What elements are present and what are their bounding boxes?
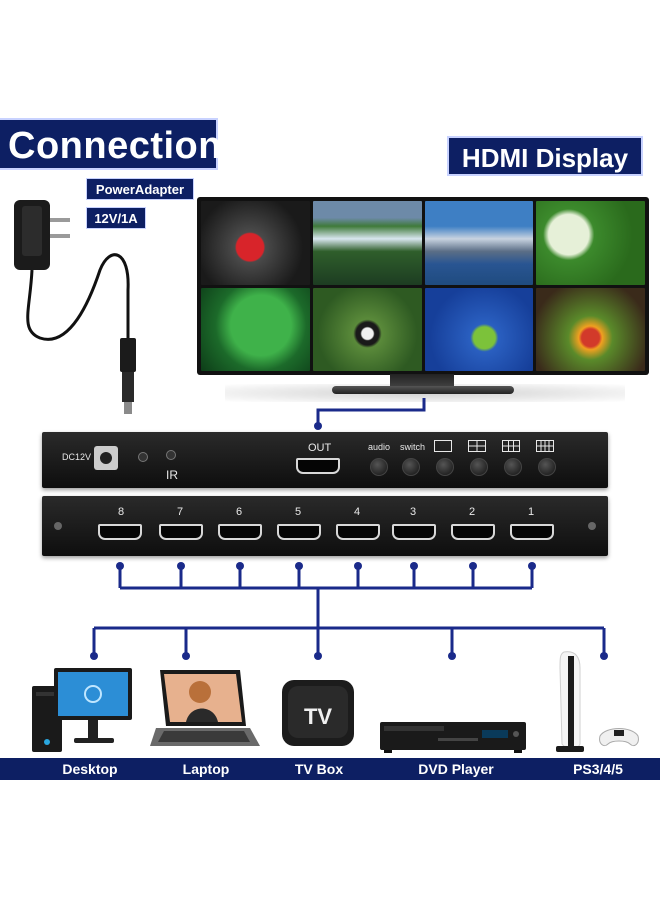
port-label-4: 4 — [354, 506, 361, 518]
six-view-button[interactable] — [504, 458, 522, 476]
eight-view-button[interactable] — [538, 458, 556, 476]
power-adapter-label: PowerAdapter — [86, 178, 194, 200]
monitor-stand-neck — [390, 374, 454, 388]
power-rating-label: 12V/1A — [86, 207, 146, 229]
port-label-7: 7 — [177, 506, 184, 518]
led-indicator — [138, 452, 148, 462]
switch-front-panel: 8 7 6 5 4 3 2 1 — [42, 496, 608, 556]
hdmi-in-port-6[interactable] — [218, 524, 262, 540]
ir-label: IR — [166, 468, 178, 482]
out-label: OUT — [308, 442, 332, 454]
screen-tile-7 — [424, 287, 534, 371]
hdmi-in-port-5[interactable] — [277, 524, 321, 540]
screen-tile-5 — [201, 287, 310, 371]
device-caption-bar — [0, 758, 660, 780]
port-label-2: 2 — [469, 506, 476, 518]
device-label-tv-box: TV Box — [294, 761, 344, 777]
audio-button[interactable] — [370, 458, 388, 476]
screen-tile-4 — [536, 201, 645, 285]
hdmi-in-port-8[interactable] — [98, 524, 142, 540]
screen-tile-3 — [424, 201, 534, 285]
hdmi-in-port-1[interactable] — [510, 524, 554, 540]
switch-label: switch — [400, 442, 426, 452]
switch-back-panel: DC12V IR OUT audio switch — [42, 432, 608, 488]
port-label-6: 6 — [236, 506, 243, 518]
hdmi-display-monitor — [197, 197, 649, 375]
screen-tile-6 — [312, 287, 422, 371]
screen-tile-1 — [201, 201, 310, 285]
quad-view-button[interactable] — [470, 458, 488, 476]
port-label-3: 3 — [410, 506, 417, 518]
screen-tile-2 — [312, 201, 422, 285]
hdmi-in-port-3[interactable] — [392, 524, 436, 540]
quad-view-icon — [468, 440, 486, 452]
playstation-icon — [556, 651, 639, 752]
device-label-ps: PS3/4/5 — [573, 761, 623, 777]
monitor-stand-base — [332, 386, 514, 394]
screw — [588, 522, 596, 530]
tv-box-icon: TV — [282, 680, 354, 746]
port-label-5: 5 — [295, 506, 302, 518]
screen-tile-8 — [536, 287, 645, 371]
ir-receiver — [166, 450, 176, 460]
hdmi-out-port[interactable] — [296, 458, 340, 474]
dvd-player-icon — [380, 722, 526, 753]
hdmi-in-port-2[interactable] — [451, 524, 495, 540]
desktop-icon — [32, 668, 132, 752]
device-label-desktop: Desktop — [62, 761, 118, 777]
tv-box-text: TV — [304, 704, 332, 729]
screw — [54, 522, 62, 530]
single-view-button[interactable] — [436, 458, 454, 476]
port-label-8: 8 — [118, 506, 125, 518]
hdmi-in-port-7[interactable] — [159, 524, 203, 540]
eight-view-icon — [536, 440, 554, 452]
power-adapter-icon — [14, 200, 136, 414]
dc12v-label: DC12V — [62, 452, 92, 462]
device-label-dvd-player: DVD Player — [418, 761, 494, 777]
audio-label: audio — [368, 442, 391, 452]
switch-button[interactable] — [402, 458, 420, 476]
single-view-icon — [434, 440, 452, 452]
device-label-laptop: Laptop — [182, 761, 230, 777]
hdmi-display-label: HDMI Display — [447, 136, 643, 176]
dc-power-port[interactable] — [94, 446, 118, 470]
laptop-icon — [150, 670, 260, 746]
six-view-icon — [502, 440, 520, 452]
port-label-1: 1 — [528, 506, 535, 518]
page-title: Connection — [0, 118, 221, 170]
hdmi-in-port-4[interactable] — [336, 524, 380, 540]
